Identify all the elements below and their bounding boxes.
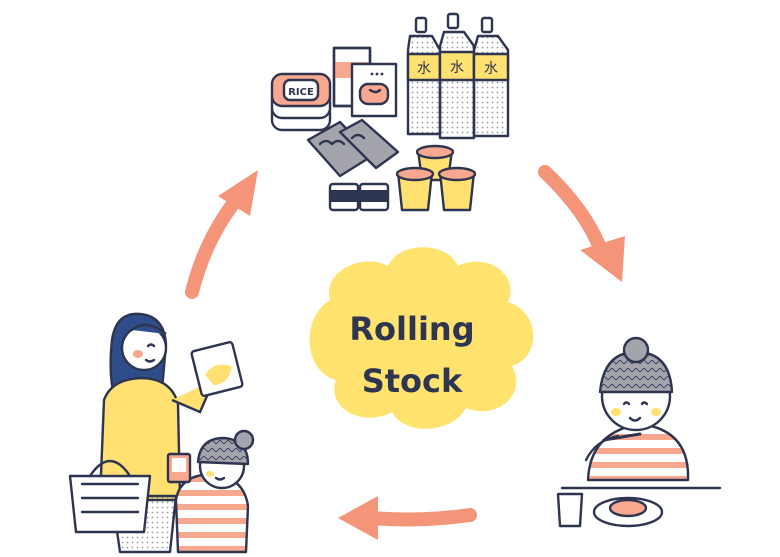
water-bottle-1: 水 [406,16,442,136]
water-bottle-2: 水 [438,12,476,140]
water-bottle-3: 水 [472,16,510,138]
arrow-left [185,170,258,299]
food-boxes [332,46,398,118]
cup-foods [395,144,477,212]
water-label-3: 水 [484,61,498,77]
mother-shopping [68,312,255,554]
title-line-1: Rolling [349,310,474,348]
child-with-mother [166,429,255,554]
held-food-pack [190,341,244,397]
canned-food [328,182,390,212]
arrow-bottom [338,496,477,540]
title-line-2: Stock [362,362,463,400]
retort-pouches [306,118,400,178]
water-bottles: 水 水 水 [406,12,510,140]
water-label-2: 水 [450,60,464,76]
rice-label: RICE [288,87,314,98]
title-cloud: Rolling Stock [309,247,534,429]
child-eating [556,336,722,528]
shopping-basket [68,459,152,534]
water-label-1: 水 [417,61,431,77]
arrow-top-right [538,165,625,282]
emergency-stock: RICE 水 水 [270,12,510,212]
rice-packs: RICE [270,72,332,132]
